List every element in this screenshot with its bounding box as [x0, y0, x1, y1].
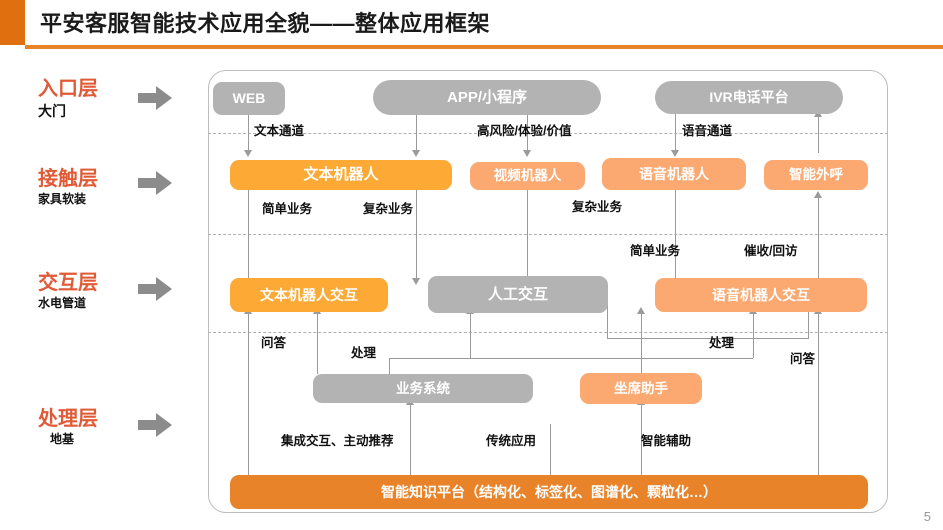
divider-contact-interaction: [208, 234, 888, 235]
connector-outbound-to-ivr: [818, 115, 819, 153]
connector-biz-to-textbotix: [317, 312, 318, 374]
layer-title: 接触层: [38, 168, 98, 190]
arrowhead-down: [670, 150, 679, 157]
edge-label-qa-left: 问答: [261, 336, 287, 350]
node-ivr[interactable]: IVR电话平台: [655, 81, 843, 114]
connector-app-to-videobot: [527, 114, 528, 150]
layer-subtitle: 家具软装: [38, 192, 87, 206]
connector-biz-elbow-h: [389, 358, 753, 359]
arrowhead-up: [813, 191, 822, 198]
node-web[interactable]: WEB: [213, 82, 285, 115]
layer-title: 处理层: [38, 408, 98, 430]
node-app[interactable]: APP/小程序: [373, 80, 601, 115]
edge-label-text-channel: 文本通道: [254, 124, 305, 138]
connector-voicebotix-elbow-v: [808, 295, 809, 338]
node-agent-assistant[interactable]: 坐席助手: [580, 373, 702, 404]
edge-label-traditional: 传统应用: [486, 434, 537, 448]
node-voice-bot[interactable]: 语音机器人: [602, 158, 746, 190]
page-title: 平安客服智能技术应用全貌——整体应用框架: [40, 11, 491, 36]
node-text-bot-ix[interactable]: 文本机器人交互: [230, 278, 388, 312]
node-voice-bot-ix[interactable]: 语音机器人交互: [655, 278, 867, 312]
edge-label-voice-channel: 语音通道: [682, 124, 733, 138]
edge-label-collection-revisit: 催收/回访: [744, 244, 798, 258]
edge-label-simple-biz-2: 简单业务: [630, 244, 681, 258]
node-biz-system[interactable]: 业务系统: [313, 374, 533, 403]
edge-label-handle-right: 处理: [709, 336, 735, 350]
right-arrow-icon: [138, 413, 172, 437]
layer-label-contact: 接触层 家具软装: [38, 168, 98, 208]
connector-videobot-to-humanix: [527, 190, 528, 278]
connector-web-to-textbot: [248, 114, 249, 150]
edge-label-integrated: 集成交互、主动推荐: [281, 434, 394, 448]
layer-subtitle: 地基: [50, 432, 75, 446]
connector-agent-elbow-up: [753, 312, 754, 358]
connector-textbot-to-humanix: [416, 190, 417, 278]
edge-label-handle-left: 处理: [351, 346, 377, 360]
connector-kp-to-voicebotix: [818, 312, 819, 475]
connector-app-to-textbot: [416, 114, 417, 150]
node-knowledge-platform[interactable]: 智能知识平台（结构化、标签化、图谱化、颗粒化…）: [230, 475, 868, 509]
page-number: 5: [923, 509, 931, 524]
connector-kp-to-agent: [641, 403, 642, 475]
arrowhead-up: [636, 307, 645, 314]
node-outbound[interactable]: 智能外呼: [764, 160, 868, 190]
edge-label-high-risk: 高风险/体验/价值: [477, 124, 572, 138]
connector-voicebotix-elbow-h: [607, 338, 809, 339]
layer-label-interaction: 交互层 水电管道: [38, 272, 98, 312]
connector-voicebotix-to-outbound: [818, 196, 819, 278]
arrowhead-down: [522, 150, 531, 157]
connector-ivr-to-voicebot: [675, 114, 676, 150]
header-rule: [25, 45, 943, 49]
connector-kp-to-textbotix: [248, 312, 249, 475]
layer-label-entry: 入口层 大门: [38, 78, 98, 120]
node-text-bot[interactable]: 文本机器人: [230, 160, 452, 190]
connector-kp-to-biz: [410, 403, 411, 475]
edge-label-simple-biz-1: 简单业务: [262, 202, 313, 216]
connector-textbot-to-textbotix: [248, 190, 249, 278]
right-arrow-icon: [138, 277, 172, 301]
right-arrow-icon: [138, 171, 172, 195]
node-human-ix[interactable]: 人工交互: [428, 276, 608, 313]
right-arrow-icon: [138, 86, 172, 110]
connector-to-humanix-v: [607, 296, 608, 338]
connector-biz-elbow-v: [389, 358, 390, 376]
diagram-frame: [208, 70, 888, 513]
connector-voicebot-to-voicebotix: [675, 190, 676, 278]
arrowhead-down: [243, 150, 252, 157]
edge-label-smart-assist: 智能辅助: [641, 434, 692, 448]
connector-agent-to-humanix: [641, 312, 642, 376]
page-header: 平安客服智能技术应用全貌——整体应用框架: [0, 0, 943, 50]
edge-label-complex-biz-1: 复杂业务: [363, 202, 414, 216]
divider-entry-contact: [208, 133, 888, 134]
connector-kp-traditional: [550, 424, 551, 475]
edge-label-qa-right: 问答: [790, 352, 816, 366]
layer-subtitle: 水电管道: [38, 296, 87, 310]
arrowhead-down: [411, 150, 420, 157]
layer-subtitle: 大门: [38, 103, 66, 119]
node-video-bot[interactable]: 视频机器人: [470, 162, 585, 190]
arrowhead-down: [411, 278, 420, 285]
connector-biz-to-humanix: [470, 312, 471, 358]
layer-label-processing: 处理层 地基: [38, 408, 98, 448]
layer-title: 入口层: [38, 78, 98, 100]
divider-interaction-processing: [208, 332, 888, 333]
header-accent-block: [0, 0, 25, 45]
layer-title: 交互层: [38, 272, 98, 294]
edge-label-complex-biz-2: 复杂业务: [572, 200, 623, 214]
